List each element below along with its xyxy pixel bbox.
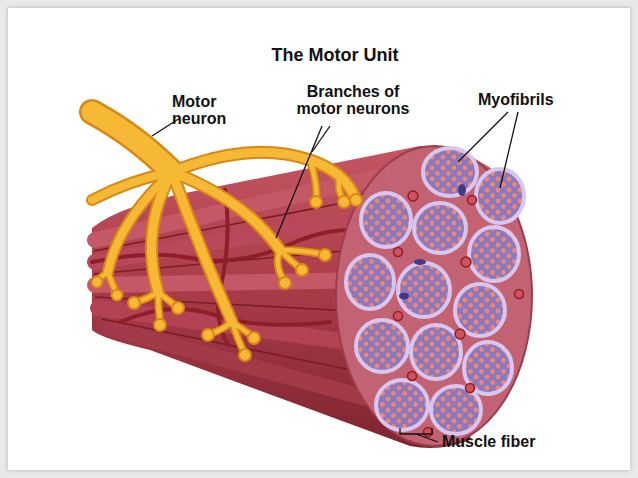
terminal-bulb	[154, 319, 166, 331]
terminal-bulb	[319, 249, 331, 261]
capillary	[424, 428, 433, 437]
fiber-tube	[95, 280, 370, 285]
capillary	[455, 329, 465, 339]
fiber-cross-section	[361, 193, 411, 247]
terminal-bulb	[112, 290, 123, 301]
fiber-cross-section	[346, 255, 394, 309]
nucleus	[399, 293, 409, 300]
fiber-cross-section	[431, 386, 481, 434]
axon-branch	[108, 172, 172, 272]
nucleus	[458, 184, 466, 196]
terminal-bulb	[350, 194, 362, 206]
leader-line	[500, 112, 518, 188]
fiber-cross-section	[376, 380, 428, 430]
blood-vessel	[92, 230, 372, 262]
fiber-cross-sections	[346, 148, 524, 434]
terminal-bulb	[248, 332, 260, 344]
capillary	[461, 257, 471, 267]
terminal-branches	[98, 160, 344, 352]
part-label: Branches of motor neurons	[288, 84, 418, 118]
fiber-cross-section	[455, 284, 505, 336]
capillary	[408, 372, 417, 381]
muscle-fiber-tubes	[95, 168, 420, 405]
terminal-bulb	[296, 264, 308, 276]
terminal-bulb	[172, 302, 184, 314]
capillary	[466, 384, 475, 393]
part-label: Muscle fiber	[442, 434, 562, 451]
diagram-title: The Motor Unit	[220, 46, 450, 65]
capillary	[515, 290, 524, 299]
terminal-bulb	[310, 196, 322, 208]
fiber-cross-section	[356, 320, 408, 372]
fiber-cross-section	[469, 227, 519, 281]
capillaries	[394, 191, 524, 437]
terminal-bulb	[128, 297, 140, 309]
axon-trunk	[92, 112, 172, 172]
muscle-bundle	[92, 146, 500, 448]
bracket	[400, 428, 432, 434]
leader-lines	[152, 112, 518, 442]
neuron-fill	[92, 112, 355, 352]
neuron-outline	[92, 112, 355, 352]
part-label: Myofibrils	[478, 92, 578, 109]
terminal-bulb	[92, 277, 103, 288]
fiber-cross-section	[414, 203, 466, 253]
fiber-cross-section	[423, 148, 477, 196]
capillary	[394, 312, 403, 321]
terminal-bulb	[279, 277, 291, 289]
axon-branch	[172, 152, 355, 198]
nuclei	[399, 184, 466, 300]
leader-line	[458, 112, 508, 162]
fiber-cross-section	[411, 325, 461, 379]
part-label: Motor neuron	[172, 94, 238, 128]
cross-section	[336, 146, 532, 446]
fiber-cross-section	[476, 169, 524, 223]
terminal-bulb	[338, 196, 350, 208]
motor-neuron	[92, 112, 363, 361]
fiber-cross-section	[464, 342, 512, 394]
synaptic-terminals	[92, 194, 363, 361]
terminal-bulb	[202, 329, 214, 341]
capillary	[408, 191, 418, 201]
fiber-cross-section	[398, 263, 450, 317]
leader-line	[276, 126, 322, 238]
terminal-bulb	[239, 349, 251, 361]
nucleus	[414, 259, 426, 265]
leader-line	[416, 434, 438, 442]
axon-branch	[172, 172, 232, 322]
capillary	[468, 196, 477, 205]
axon-trunk	[92, 112, 172, 172]
terminal-branches	[98, 160, 344, 352]
capillary	[394, 248, 403, 257]
